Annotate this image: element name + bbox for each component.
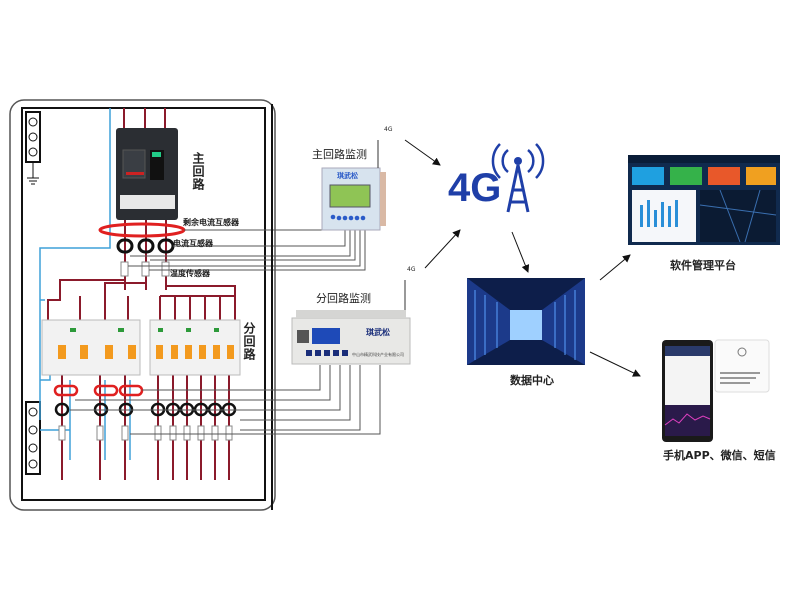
mobile-label: 手机APP、微信、短信 (663, 449, 776, 462)
4g-tower-icon (491, 143, 545, 213)
4g-logo-text: 4G (448, 166, 502, 210)
main-monitor-device (321, 140, 386, 231)
data-center-label: 数据中心 (510, 374, 554, 387)
temp-sensor-label: 温度传感器 (170, 269, 210, 278)
signal-wires (70, 104, 381, 510)
4g-label-main: 4G (384, 126, 393, 133)
data-flow-arrows (404, 139, 641, 377)
terminal-bar-bottom (25, 401, 41, 475)
enclosure-inner (21, 107, 266, 501)
software-platform-screenshot (628, 155, 780, 245)
4g-label-branch: 4G (407, 266, 416, 273)
main-breaker (116, 128, 178, 220)
branch-residual-rings (53, 384, 144, 397)
branch-monitor-brand: 琪武松 (366, 328, 390, 337)
residual-ct-ring (98, 222, 186, 238)
main-monitor-brand: 琪武松 (337, 172, 358, 180)
branch-breakers (41, 319, 241, 376)
branch-monitor-company: 中山市精武科技产业有限公司 (352, 352, 404, 357)
branch-circuit-label: 分回路 (242, 322, 256, 361)
main-cts (116, 238, 175, 254)
main-monitor-label: 主回路监测 (312, 148, 367, 161)
branch-temp-sensors (58, 425, 233, 441)
terminal-bar-top (25, 111, 41, 163)
branch-monitor-device (291, 280, 411, 365)
mobile-phone-screenshot (662, 339, 770, 442)
residual-ct-label: 剩余电流互感器 (183, 218, 239, 227)
enclosure-outer (9, 99, 276, 511)
main-temp-sensors (120, 261, 170, 277)
ground-icon (27, 162, 39, 185)
branch-monitor-label: 分回路监测 (316, 292, 371, 305)
software-platform-label: 软件管理平台 (670, 259, 736, 272)
data-center-image (467, 278, 585, 365)
ct-label: 电流互感器 (173, 239, 213, 248)
main-circuit-label: 主回路 (191, 152, 205, 191)
